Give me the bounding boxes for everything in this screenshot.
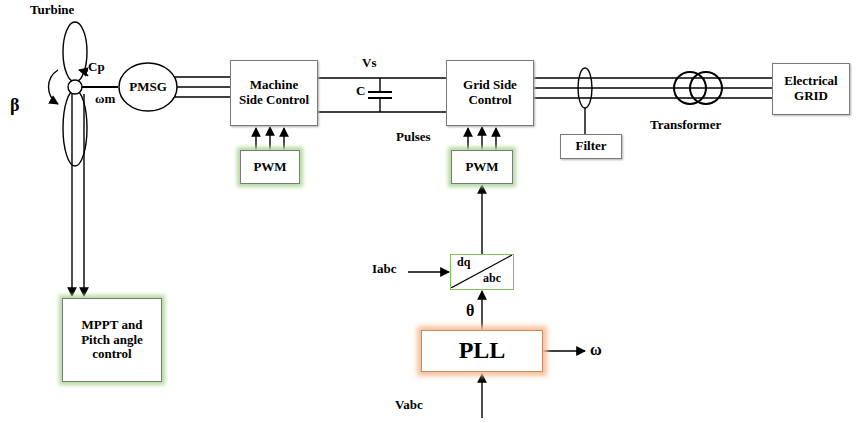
connector	[176, 86, 230, 87]
node-text: MPPT and Pitch angle control	[69, 318, 155, 363]
turbine-hub	[68, 80, 82, 94]
signal-wire	[71, 94, 72, 296]
capacitor-lead	[379, 98, 380, 112]
phase-wire	[175, 96, 230, 97]
signal-name: ωm	[95, 92, 115, 106]
pwm-box: PWM	[451, 150, 513, 184]
generator-circle: PMSG	[118, 62, 178, 112]
node-text: PLL	[459, 337, 506, 365]
pwm-box: PWM	[240, 150, 300, 184]
node-text: dq	[457, 256, 470, 270]
title-label: Turbine	[30, 3, 74, 17]
converter-box: Machine Side Control	[230, 60, 318, 126]
node-text: PWM	[253, 160, 286, 175]
filter-box: Filter	[560, 134, 622, 159]
signal-name: β	[10, 96, 19, 116]
pulse-arrow	[255, 128, 256, 150]
connector	[269, 127, 270, 150]
capacitor-plate	[368, 91, 392, 93]
signal-name: Iabc	[372, 262, 397, 276]
converter-box: Grid Side Control	[446, 60, 534, 126]
node-text: PWM	[465, 160, 498, 175]
connector	[481, 185, 482, 254]
signal-name: Vabc	[395, 398, 423, 412]
signal-name: Vs	[362, 56, 376, 70]
component-name: C	[356, 84, 365, 98]
pulse-arrow	[495, 128, 496, 150]
grid-box: Electrical GRID	[772, 63, 850, 115]
connector	[534, 87, 772, 88]
capacitor-lead	[379, 78, 380, 92]
signal-arrow	[481, 374, 482, 418]
signal-wire	[83, 94, 84, 296]
signal-name: Cp	[88, 60, 105, 74]
pll-box: PLL	[421, 330, 543, 372]
connector	[318, 77, 446, 78]
node-text: Filter	[575, 139, 606, 154]
node-text: abc	[483, 272, 501, 286]
shaft	[82, 86, 118, 88]
connector	[481, 127, 482, 150]
transform-box: dqabc	[450, 254, 514, 290]
control-box: MPPT and Pitch angle control	[62, 298, 162, 382]
dc-wire	[318, 111, 446, 112]
pulse-arrow	[467, 128, 468, 150]
node-text: PMSG	[129, 80, 167, 95]
rotation-arrow	[79, 70, 88, 76]
filter-wire	[584, 108, 585, 134]
signal-arrow	[408, 271, 449, 272]
phase-wire	[534, 77, 772, 78]
signal-name: Pulses	[396, 130, 431, 144]
edge-label: θ	[466, 302, 474, 320]
node-text: Grid Side Control	[453, 78, 527, 108]
turbine-blade	[63, 22, 87, 82]
connector	[481, 291, 482, 330]
node-text: Electrical GRID	[779, 74, 843, 104]
signal-name: ω	[590, 341, 602, 359]
pitch-arrow	[49, 70, 58, 104]
phase-wire	[534, 97, 772, 98]
component-name: Transformer	[650, 118, 721, 132]
node-text: Machine Side Control	[237, 78, 311, 108]
phase-wire	[175, 76, 230, 77]
pulse-arrow	[283, 128, 284, 150]
signal-arrow	[543, 350, 585, 351]
